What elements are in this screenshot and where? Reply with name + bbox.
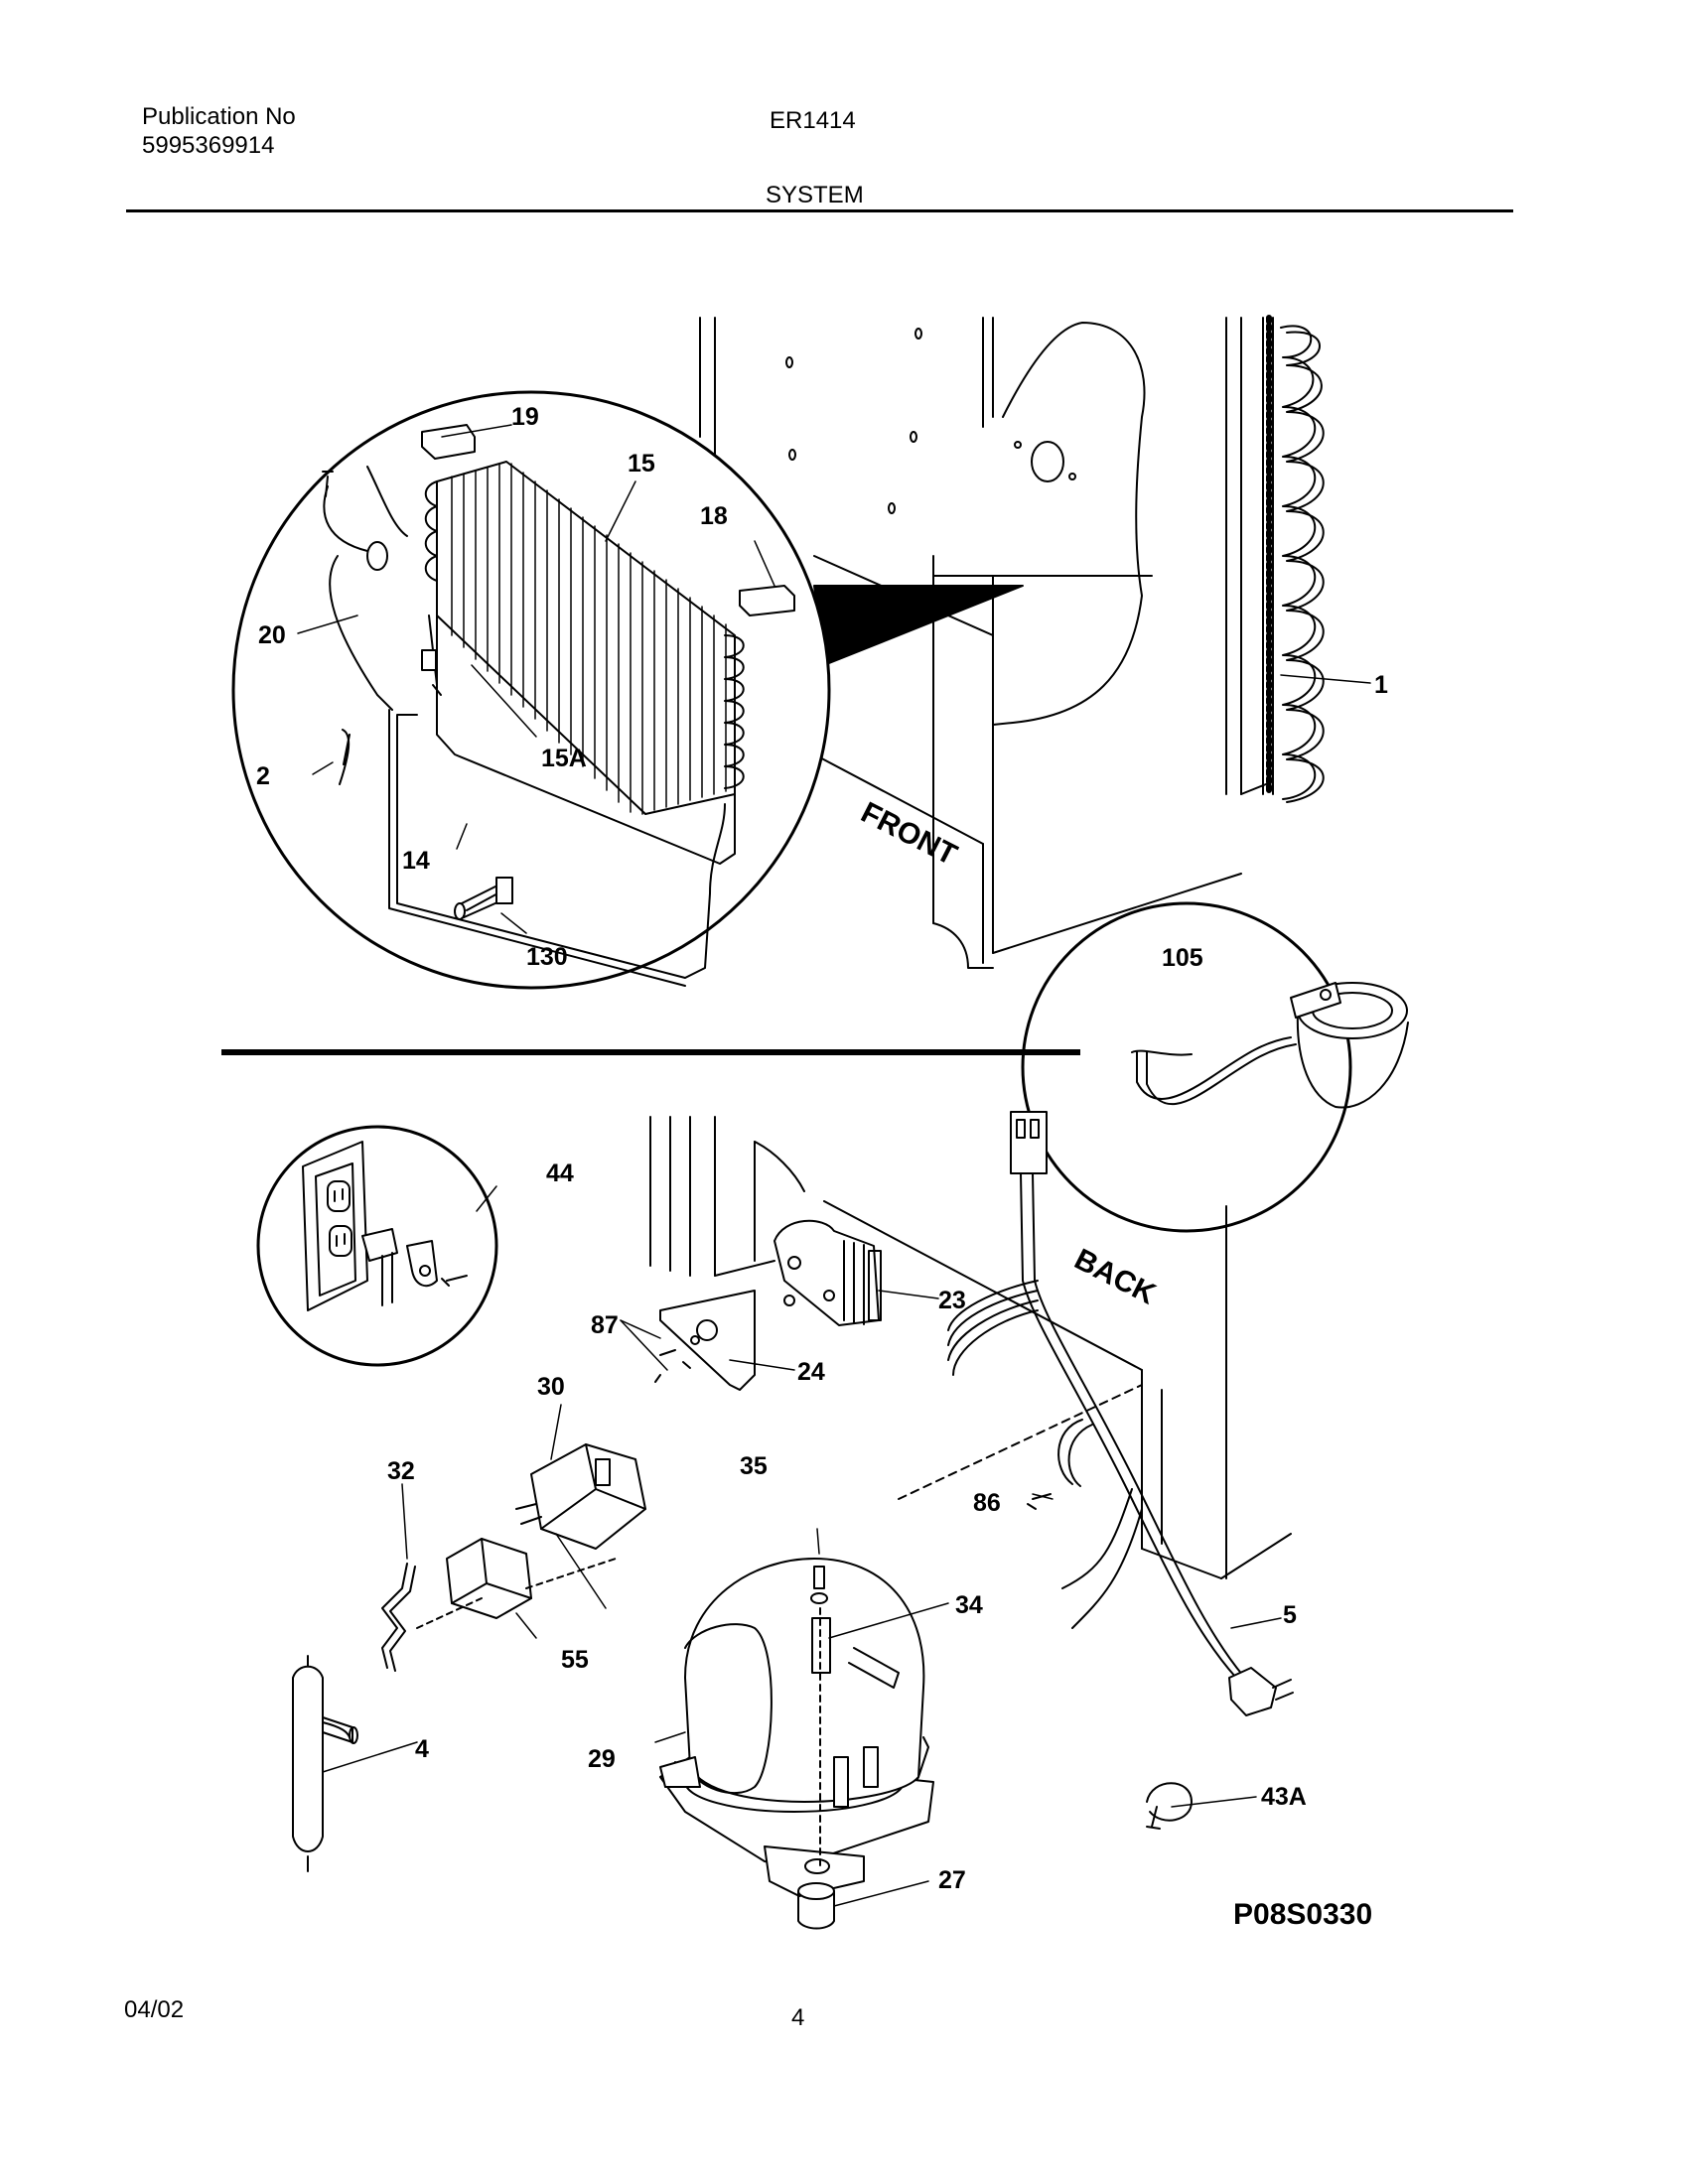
header-rule	[126, 209, 1513, 212]
condenser-coil	[1262, 315, 1325, 803]
rubber-grommet	[797, 1882, 835, 1930]
callout-15: 15	[628, 450, 655, 478]
filter-drier	[292, 1655, 358, 1872]
outlet-drawing	[302, 1141, 468, 1311]
relay-and-bracket	[654, 1219, 882, 1391]
publication-number: 5995369914	[142, 132, 275, 159]
callout-55: 55	[561, 1646, 589, 1674]
callout-5: 5	[1283, 1601, 1297, 1629]
model-number: ER1414	[770, 107, 856, 134]
callout-14: 14	[402, 847, 430, 875]
callout-34: 34	[955, 1591, 983, 1619]
section-title: SYSTEM	[766, 182, 864, 208]
wiring-harness	[947, 1111, 1294, 1716]
section-divider	[221, 1049, 1080, 1055]
callout-labels: 1 19 15 18 20 2 15A 14 130 105 44 23 87 …	[256, 403, 1388, 1894]
callout-29: 29	[588, 1745, 616, 1773]
page-number: 4	[791, 2004, 805, 2031]
callout-87: 87	[591, 1311, 619, 1339]
callout-19: 19	[511, 403, 539, 431]
callout-30: 30	[537, 1373, 565, 1401]
tubing-clamp	[1146, 1782, 1193, 1830]
start-components	[381, 1443, 646, 1672]
drain-pan-detail-circle	[1021, 901, 1352, 1233]
callout-105: 105	[1162, 944, 1203, 972]
callout-86: 86	[973, 1489, 1001, 1517]
callout-23: 23	[938, 1287, 966, 1314]
shadow-wedge	[813, 585, 1024, 666]
front-label: FRONT	[856, 796, 962, 872]
leader-lines	[297, 424, 1371, 1907]
callout-4: 4	[415, 1735, 429, 1763]
callout-1: 1	[1374, 671, 1388, 699]
footer-date: 04/02	[124, 1996, 185, 2023]
callout-32: 32	[387, 1457, 415, 1485]
callout-43a: 43A	[1261, 1783, 1307, 1811]
back-label: BACK	[1069, 1243, 1161, 1311]
callout-27: 27	[938, 1866, 966, 1894]
callout-20: 20	[258, 621, 286, 649]
callout-35: 35	[740, 1452, 768, 1480]
callout-44: 44	[546, 1160, 574, 1187]
callout-18: 18	[700, 502, 728, 530]
drain-pan-drawing	[1131, 982, 1409, 1109]
callout-2: 2	[256, 762, 270, 790]
callout-15a: 15A	[541, 745, 587, 772]
drawing-code: P08S0330	[1233, 1898, 1372, 1931]
publication-label: Publication No	[142, 103, 296, 130]
compressor	[659, 1558, 934, 1897]
callout-130: 130	[526, 943, 568, 971]
callout-24: 24	[797, 1358, 825, 1386]
evaporator-drawing	[322, 424, 795, 987]
cabinet-body-lower	[649, 1116, 1292, 1579]
